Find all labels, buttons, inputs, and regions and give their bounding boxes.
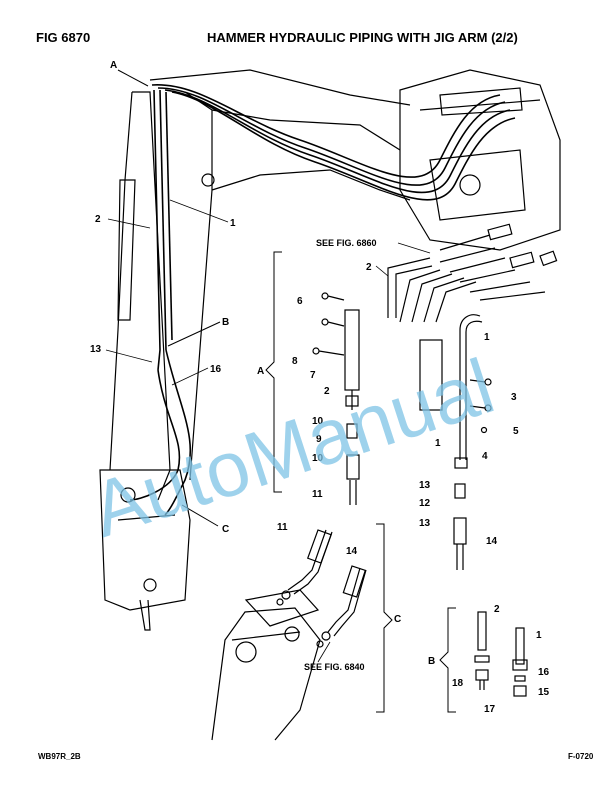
callout-r-13b: 13 (419, 518, 431, 529)
callout-a-6: 6 (297, 296, 303, 307)
figure-number: FIG 6870 (36, 30, 91, 45)
callout-a-2b: 2 (324, 386, 330, 397)
callout-a-10b: 10 (312, 453, 324, 464)
detail-b-bracket (439, 607, 456, 713)
footer-page-code: F-0720 (568, 752, 594, 761)
callout-b-2: 2 (494, 604, 500, 615)
detail-a-pipes (312, 223, 558, 570)
callout-2: 2 (95, 214, 101, 225)
callout-c-11: 11 (277, 522, 288, 533)
callout-r-4: 4 (482, 451, 488, 462)
callout-b-17: 17 (484, 704, 496, 715)
callout-b-16: 16 (538, 667, 550, 678)
callout-r-3: 3 (511, 392, 517, 403)
detail-b-fittings (474, 611, 528, 697)
detail-b-label: B (428, 656, 435, 667)
callout-r-1: 1 (484, 332, 490, 343)
callout-b-1: 1 (536, 630, 542, 641)
detail-a-bracket (265, 251, 282, 493)
detail-a-label: A (257, 366, 264, 377)
watermark: AutoManual (81, 341, 504, 553)
callout-a-10: 10 (312, 416, 324, 427)
view-marker-c: C (222, 524, 229, 535)
callout-r-13: 13 (419, 480, 431, 491)
ref-see-fig-6860: SEE FIG. 6860 (316, 238, 377, 248)
callout-13: 13 (90, 344, 102, 355)
view-marker-b: B (222, 317, 229, 328)
callout-r-5: 5 (513, 426, 519, 437)
callout-a-9: 9 (316, 434, 322, 445)
callout-a-11: 11 (312, 489, 323, 500)
callout-a-2: 2 (366, 262, 372, 273)
callout-r-12: 12 (419, 498, 431, 509)
callout-b-18: 18 (452, 678, 464, 689)
footer-model-code: WB97R_2B (38, 752, 81, 761)
figure-title: HAMMER HYDRAULIC PIPING WITH JIG ARM (2/… (207, 30, 518, 45)
hydraulic-hose-bundle (129, 84, 516, 516)
callout-b-15: 15 (538, 687, 550, 698)
detail-c-bracket (376, 523, 393, 713)
callout-16: 16 (210, 364, 222, 375)
detail-c-hammer (211, 529, 367, 741)
callout-a-8: 8 (292, 356, 298, 367)
callout-a-7: 7 (310, 370, 316, 381)
callout-r-14: 14 (486, 536, 498, 547)
callout-r-1b: 1 (435, 438, 441, 449)
view-marker-a: A (110, 60, 117, 71)
detail-c-label: C (394, 614, 401, 625)
ref-see-fig-6840: SEE FIG. 6840 (304, 662, 365, 672)
callout-1: 1 (230, 218, 236, 229)
callout-c-14: 14 (346, 546, 358, 557)
